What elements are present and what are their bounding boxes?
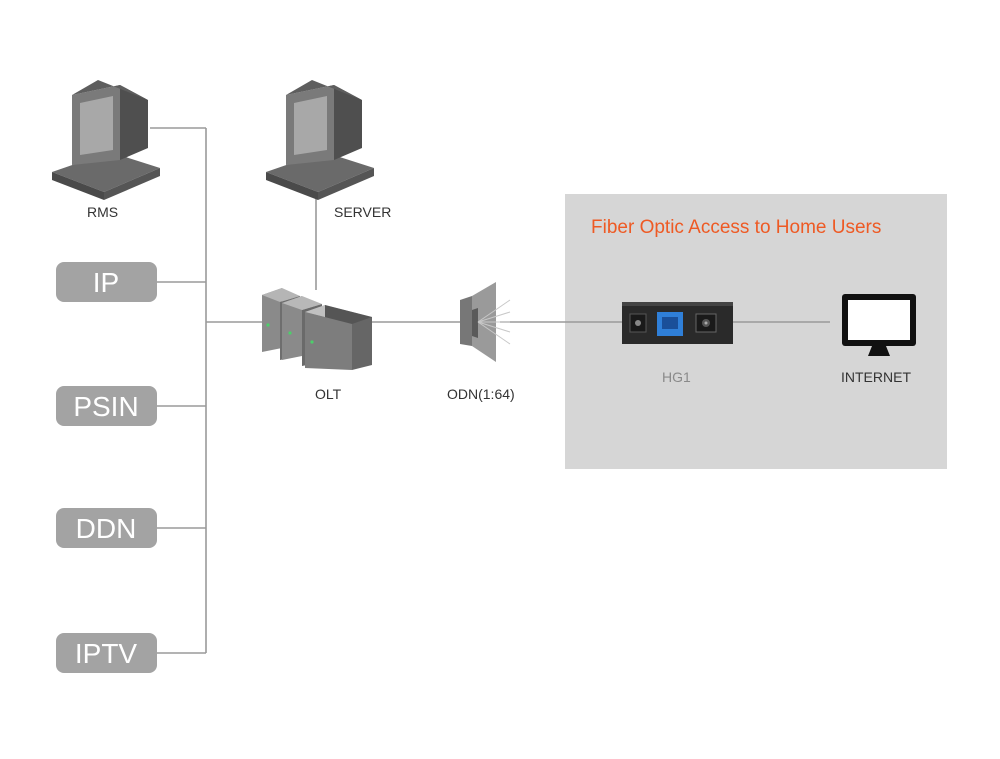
service-pill-iptv: IPTV [56, 633, 157, 673]
odn-label: ODN(1:64) [447, 386, 515, 402]
server-computer-icon [266, 80, 374, 200]
hg1-label: HG1 [662, 369, 691, 385]
connection-lines [150, 127, 830, 654]
olt-server-icon [262, 288, 372, 370]
odn-splitter-icon [460, 282, 511, 362]
internet-label: INTERNET [841, 369, 911, 385]
service-pill-ip: IP [56, 262, 157, 302]
olt-label: OLT [315, 386, 342, 402]
service-label-ip: IP [93, 267, 119, 298]
service-pill-ddn: DDN [56, 508, 157, 548]
monitor-icon [842, 294, 916, 356]
service-label-psin: PSIN [73, 391, 138, 422]
server-label: SERVER [334, 204, 391, 220]
panel-title: Fiber Optic Access to Home Users [591, 217, 881, 238]
service-label-ddn: DDN [76, 513, 137, 544]
hg1-router-icon [622, 302, 733, 344]
rms-computer-icon [52, 80, 160, 200]
rms-label: RMS [87, 204, 118, 220]
service-label-iptv: IPTV [75, 638, 138, 669]
service-pill-psin: PSIN [56, 386, 157, 426]
